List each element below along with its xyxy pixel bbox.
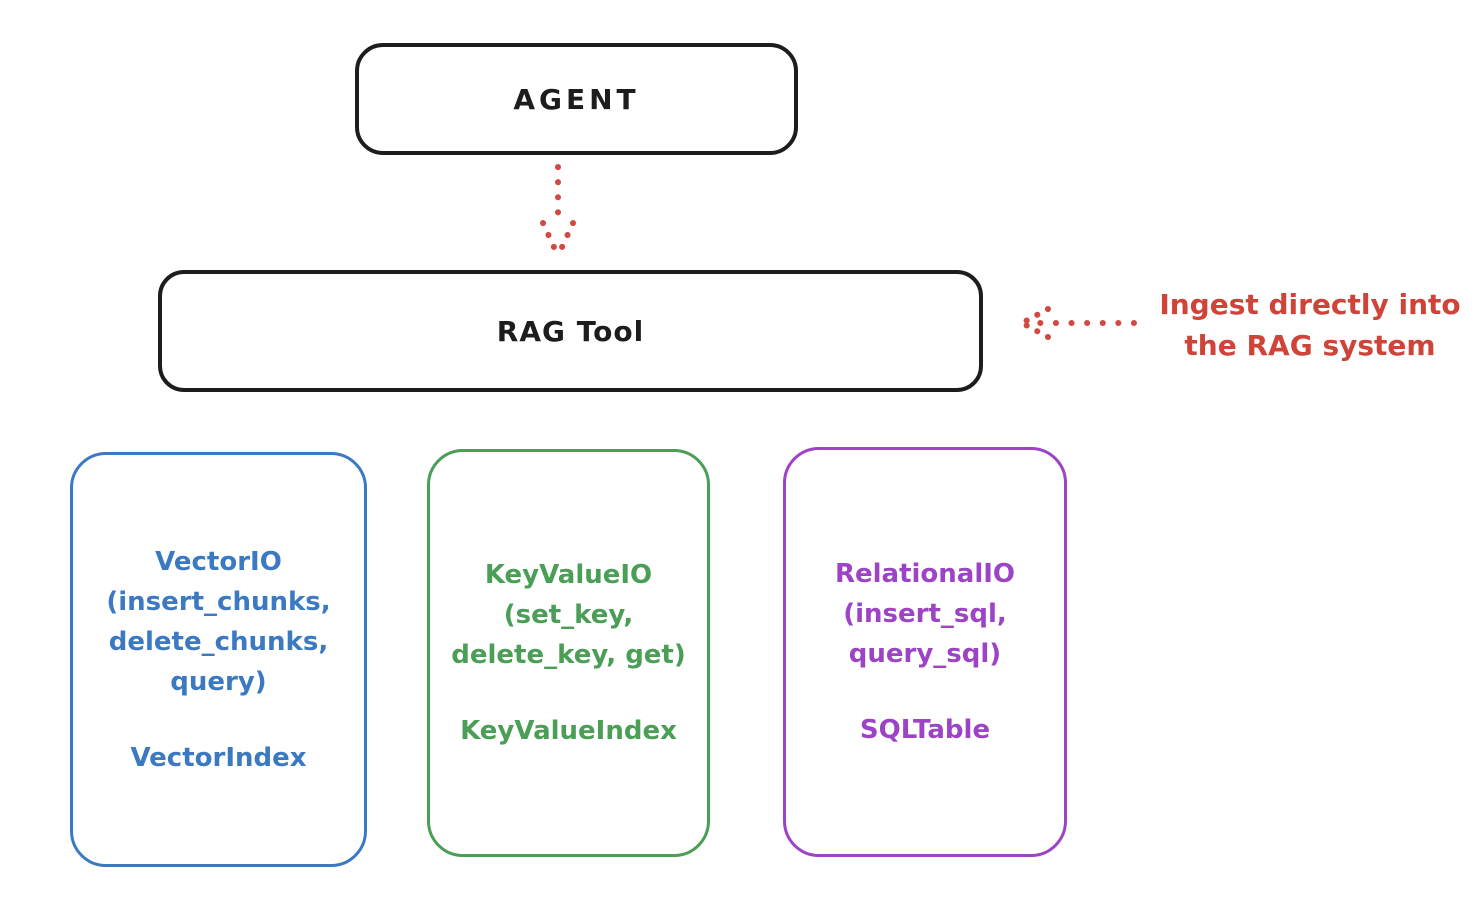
ingest-annotation-line-1: Ingest directly into <box>1159 288 1461 321</box>
relational-io-line: RelationalIO <box>834 559 1016 589</box>
vector-io-line: (insert_chunks, <box>106 586 331 617</box>
keyvalue-io-line: KeyValueIO <box>484 560 653 590</box>
vector-io-line: query) <box>170 666 267 697</box>
rag-tool-node: RAG Tool <box>158 270 983 392</box>
rag-tool-label: RAG Tool <box>496 314 645 348</box>
sql-table-label: SQLTable <box>859 715 991 745</box>
keyvalue-io-line: delete_key, get) <box>451 640 686 670</box>
relational-io-line: (insert_sql, <box>843 599 1007 629</box>
vector-io-card: VectorIO (insert_chunks, delete_chunks, … <box>70 452 367 867</box>
keyvalue-io-line: (set_key, <box>503 600 634 630</box>
relational-io-card: RelationalIO (insert_sql, query_sql) SQL… <box>783 447 1067 857</box>
relational-io-line: query_sql) <box>848 639 1002 669</box>
agent-label: AGENT <box>513 82 640 116</box>
vector-io-line: delete_chunks, <box>108 626 329 657</box>
ingest-annotation-line-2: the RAG system <box>1184 329 1436 362</box>
keyvalue-index-label: KeyValueIndex <box>460 716 677 746</box>
keyvalue-io-card: KeyValueIO (set_key, delete_key, get) Ke… <box>427 449 710 857</box>
dotted-left-arrow-icon <box>1019 306 1137 340</box>
ingest-annotation: Ingest directly into the RAG system <box>1136 284 1484 366</box>
agent-node: AGENT <box>355 43 798 155</box>
dotted-down-arrow-icon <box>540 164 576 259</box>
vector-io-line: VectorIO <box>155 546 282 577</box>
vector-index-label: VectorIndex <box>130 742 307 773</box>
